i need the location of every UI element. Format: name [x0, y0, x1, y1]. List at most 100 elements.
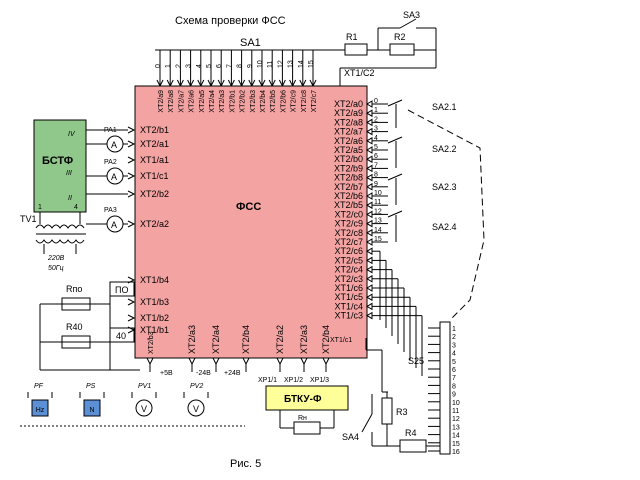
- sa1-number: 8: [237, 64, 244, 68]
- top-pin-label: XT2/b5: [270, 90, 277, 113]
- r2-label: R2: [394, 32, 406, 42]
- sa1-number: 0: [155, 64, 162, 68]
- bstf-block: [33, 119, 87, 213]
- sa2-3-label: SA2.3: [432, 182, 457, 192]
- sa2-contact-number: 6: [374, 153, 378, 160]
- s25-contact-number: 15: [452, 441, 460, 448]
- right-pin-label: XT2/c3: [334, 274, 363, 284]
- diagram-title: Схема проверки ФСС: [175, 15, 286, 27]
- bottom-pin-label: XT2/a2: [275, 325, 285, 354]
- top-pin-label: XT2/c7: [311, 90, 318, 112]
- right-pin-label: XT2/c8: [334, 228, 363, 238]
- fss-block: [134, 85, 368, 359]
- instrument-name: PV1: [138, 383, 151, 390]
- sa1-number: 10: [257, 60, 264, 68]
- forty-label: 40: [116, 331, 126, 341]
- bottom-pin-label: XT2/a3: [187, 325, 197, 354]
- s25-contact-number: 9: [452, 392, 456, 399]
- right-pin-label: XT2/c5: [334, 255, 363, 265]
- sa1-number: 4: [196, 64, 203, 68]
- r1-resistor: [344, 43, 368, 56]
- right-pin-label: XT2/c0: [334, 209, 363, 219]
- instrument-name: PV2: [190, 383, 203, 390]
- ammeter-label: PA3: [104, 207, 117, 214]
- left-pin-label: XT1/c1: [140, 171, 169, 181]
- right-pin-label: XT2/b7: [334, 182, 363, 192]
- left-pin-label: XT1/b1: [140, 325, 169, 335]
- left-pin-label: XT2/b2: [140, 189, 169, 199]
- left-pin-label: XT1/b2: [140, 313, 169, 323]
- sa2-4-label: SA2.4: [432, 222, 457, 232]
- instrument-symbol: V: [141, 404, 147, 414]
- top-pin-label: XT2/c9: [291, 90, 298, 112]
- supply-plus5: +5В: [160, 370, 173, 377]
- top-pin-label: XT2/a8: [168, 90, 175, 113]
- sa2-contact-number: 13: [374, 218, 382, 225]
- r3-label: R3: [396, 407, 408, 417]
- s25-contact-number: 6: [452, 367, 456, 374]
- supply-plus24: +24В: [224, 370, 241, 377]
- sa2-contact-number: 5: [374, 144, 378, 151]
- sa1-number: 3: [186, 64, 193, 68]
- sa1-number: 14: [298, 60, 305, 68]
- right-pin-label: XT2/a5: [334, 145, 363, 155]
- top-pin-label: XT2/b4: [260, 90, 267, 113]
- right-pin-label: XT1/c4: [334, 301, 363, 311]
- left-pin-label: XT1/b4: [140, 275, 169, 285]
- r3-resistor: [381, 397, 393, 425]
- top-pin-label: XT2/b2: [240, 90, 247, 113]
- instrument-symbol: Hz: [36, 407, 45, 414]
- sa2-contact-number: 9: [374, 181, 378, 188]
- top-pin-label: XT2/a4: [209, 90, 216, 113]
- rpo-label: Rпо: [66, 284, 82, 294]
- sa1-number: 2: [175, 64, 182, 68]
- top-pin-label: XT2/b1: [229, 90, 236, 113]
- s25-contact-number: 8: [452, 383, 456, 390]
- bottom-pin-label: XT1/c1: [330, 337, 352, 344]
- instrument-name: PF: [34, 383, 44, 390]
- r4-label: R4: [405, 428, 417, 438]
- bstf-roman-4: IV: [68, 131, 76, 138]
- s25-contact-number: 3: [452, 342, 456, 349]
- right-pin-label: XT2/a8: [334, 117, 363, 127]
- right-pin-label: XT2/b9: [334, 163, 363, 173]
- sa1-label: SA1: [240, 37, 261, 49]
- instrument-symbol: V: [193, 404, 199, 414]
- s25-switch-body: [439, 321, 451, 455]
- bstf-pin-4: 4: [74, 204, 78, 211]
- top-pin-label: XT2/c8: [301, 90, 308, 112]
- r40-label: R40: [66, 322, 83, 332]
- left-pin-label: XT1/b3: [140, 297, 169, 307]
- sa1-number: 5: [206, 64, 213, 68]
- right-pin-label: XT2/c4: [334, 265, 363, 275]
- right-pin-label: XT2/b8: [334, 173, 363, 183]
- supply-minus24: -24В: [196, 370, 211, 377]
- right-pin-label: XT2/b6: [334, 191, 363, 201]
- right-pin-label: XT2/c7: [334, 237, 363, 247]
- top-pin-label: XT2/a9: [158, 90, 165, 113]
- tv1-label: TV1: [20, 214, 37, 224]
- sa3-label: SA3: [403, 10, 420, 20]
- tv1-voltage: 220В: [47, 255, 65, 262]
- bottom-pin-label: XT2/b4: [241, 325, 251, 354]
- bottom-pin-label: XT2/a4: [211, 325, 221, 354]
- sa2-contact-number: 2: [374, 116, 378, 123]
- rn-resistor: [293, 421, 321, 435]
- xt1-c2-label: XT1/C2: [344, 68, 375, 78]
- instrument-pf-icon: [31, 399, 49, 417]
- sa1-number: 6: [216, 64, 223, 68]
- instrument-pv2-icon: [187, 399, 205, 417]
- po-label: ПО: [115, 285, 128, 295]
- sa1-number: 1: [165, 64, 172, 68]
- left-pin-label: XT2/a2: [140, 219, 169, 229]
- right-pin-label: XT2/a7: [334, 127, 363, 137]
- s25-contact-number: 2: [452, 334, 456, 341]
- s25-contact-number: 16: [452, 449, 460, 456]
- s25-contact-number: 11: [452, 408, 459, 415]
- sa2-contact-number: 0: [374, 98, 378, 105]
- left-pin-label: XT2/b1: [140, 125, 169, 135]
- sa2-contact-number: 7: [374, 162, 378, 169]
- s25-contact-number: 4: [452, 351, 456, 358]
- sa2-1-label: SA2.1: [432, 102, 457, 112]
